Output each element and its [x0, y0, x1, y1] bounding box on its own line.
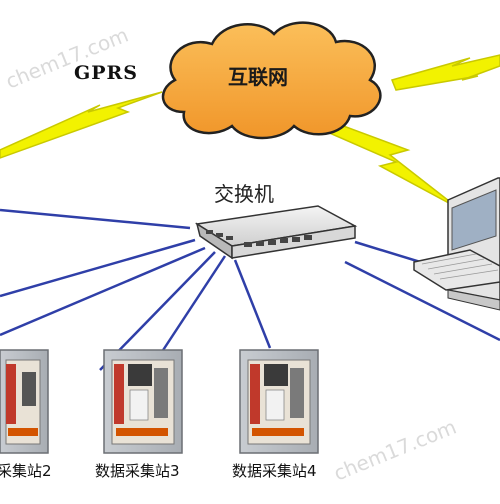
lightning-bolt-right-bottom — [317, 117, 459, 209]
network-switch — [194, 205, 358, 260]
station-cabinet-3 — [103, 349, 183, 454]
lightning-bolt-right-top — [390, 54, 500, 91]
station-label-2: 采集站2 — [0, 462, 52, 480]
switch-label: 交换机 — [214, 182, 274, 206]
internet-cloud — [161, 21, 382, 140]
station-label-3: 数据采集站3 — [95, 462, 180, 480]
station-cabinet-2 — [0, 349, 49, 454]
station-label-4: 数据采集站4 — [232, 462, 317, 480]
lightning-bolt-left — [0, 91, 163, 159]
station-cabinet-4 — [239, 349, 319, 454]
internet-label: 互联网 — [228, 65, 288, 89]
cables — [0, 208, 500, 371]
computer — [413, 177, 500, 311]
gprs-label: GPRS — [74, 62, 139, 84]
